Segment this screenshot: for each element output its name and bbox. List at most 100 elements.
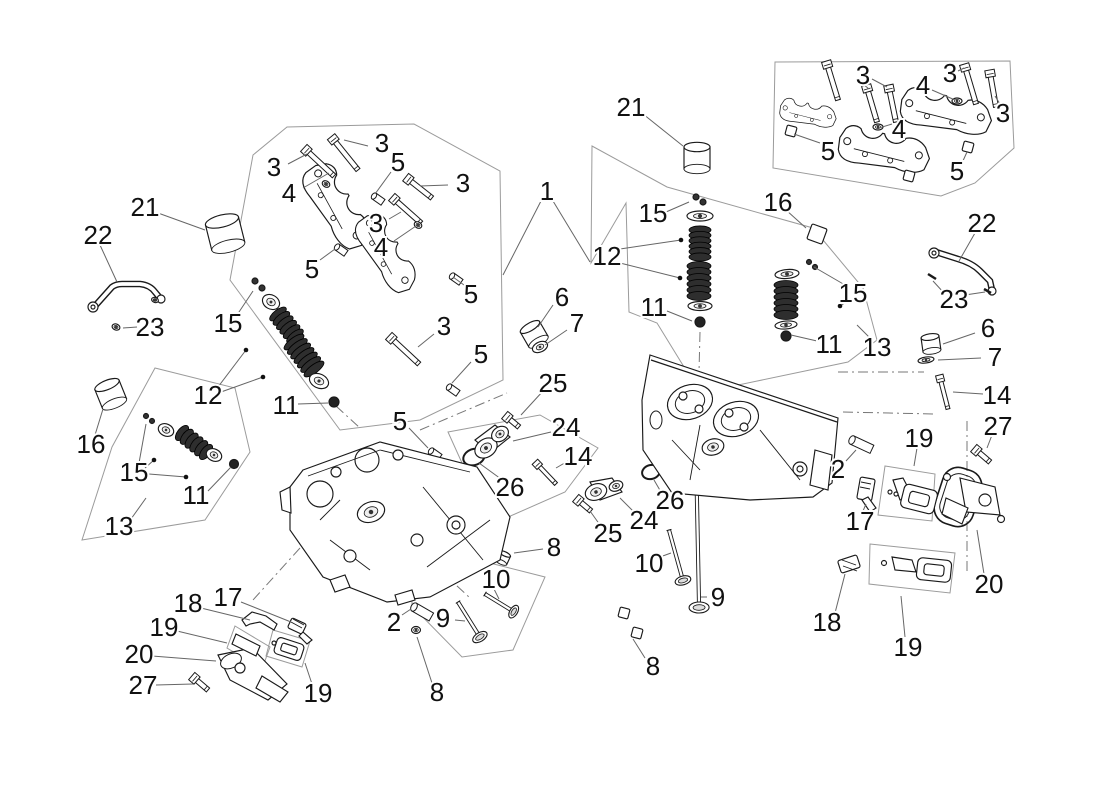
connector-ribs xyxy=(290,621,303,629)
leader-line xyxy=(544,329,568,346)
sensor-bolt xyxy=(576,497,582,504)
cap-bolt xyxy=(389,335,395,342)
panel-springs-left xyxy=(81,367,251,541)
callout-label-11-36: 11 xyxy=(816,329,843,359)
leader-line xyxy=(653,479,662,493)
connector xyxy=(298,631,313,645)
head-boss xyxy=(796,465,804,473)
cap-bolt xyxy=(401,172,415,186)
leader-line xyxy=(845,449,857,462)
leader-dot xyxy=(837,303,843,309)
connector-ribs xyxy=(860,481,872,485)
leader-line xyxy=(502,200,542,276)
callout-label-11-30: 11 xyxy=(183,480,210,510)
callout-label-8-63: 8 xyxy=(430,677,444,707)
leader-line xyxy=(512,431,552,442)
cap-bolt xyxy=(353,165,359,170)
leader-line xyxy=(871,78,888,88)
screw xyxy=(969,443,993,465)
valve-cotter xyxy=(805,258,813,266)
leader-line xyxy=(942,332,976,345)
valve-keeper xyxy=(694,316,706,328)
dowel-bush xyxy=(427,447,435,455)
cable-guide xyxy=(241,611,278,631)
leader-line xyxy=(961,151,968,164)
head-boss xyxy=(410,533,424,547)
screw xyxy=(985,457,990,463)
cap-bolt-hole xyxy=(976,113,985,122)
leader-line xyxy=(589,510,601,526)
leader-line xyxy=(552,200,591,263)
rubber-pad xyxy=(902,169,916,183)
cap-bolt xyxy=(863,87,871,91)
dowel-pin xyxy=(848,435,875,455)
head-boss xyxy=(330,466,342,478)
tappet-bucket xyxy=(211,238,246,254)
valve-shim xyxy=(538,345,542,349)
callout-label-7-41: 7 xyxy=(988,342,1002,372)
cap-bolt xyxy=(883,83,896,94)
cylinder-head xyxy=(289,441,511,603)
tappet-bucket xyxy=(204,213,246,254)
head-lug xyxy=(809,449,833,491)
cap-bolt xyxy=(885,87,893,91)
cam-cap-body xyxy=(837,125,931,173)
rubber-pad xyxy=(806,223,828,245)
callout-label-13-31: 13 xyxy=(105,511,134,541)
leader-line xyxy=(130,497,147,520)
callout-label-17-68: 17 xyxy=(214,582,243,612)
cap-bolt xyxy=(972,100,978,103)
panel-coil-plate-right-b xyxy=(868,543,956,594)
tappet-bucket xyxy=(94,377,120,393)
coil-module-window xyxy=(923,563,945,577)
spring-retainer xyxy=(261,293,281,311)
cap-bolt xyxy=(384,331,398,345)
cap-bolt xyxy=(873,118,879,121)
cam-cap-body xyxy=(899,87,993,135)
cap-bolt xyxy=(387,192,401,206)
centerline xyxy=(335,405,361,429)
union-elbow xyxy=(584,483,608,501)
sensor-bolt xyxy=(586,506,591,512)
cap-bolt xyxy=(414,359,419,365)
spring-seat xyxy=(317,379,321,383)
pipe-clip xyxy=(151,296,159,304)
leader-line xyxy=(302,172,330,189)
leader-line xyxy=(659,552,672,558)
head-lug xyxy=(394,589,416,606)
coil-boot xyxy=(941,497,969,525)
spring-retainer xyxy=(157,423,175,437)
callout-label-15-25: 15 xyxy=(214,308,243,338)
coil-ear xyxy=(996,514,1006,524)
leader-line xyxy=(155,683,194,686)
stud xyxy=(531,458,544,471)
leader-line xyxy=(632,638,646,659)
sensor-bolt xyxy=(571,493,594,514)
dowel-pin xyxy=(410,602,418,612)
cap-bolt xyxy=(384,331,422,367)
connector xyxy=(861,496,877,513)
panel-coil-plate-left-b xyxy=(265,629,311,668)
tappet-bucket xyxy=(204,213,240,229)
module-screw xyxy=(887,489,893,495)
washer xyxy=(324,182,328,186)
washer xyxy=(955,99,959,103)
valve-keeper xyxy=(228,458,240,470)
banjo-fitting xyxy=(90,304,96,310)
cap-bolt xyxy=(834,96,840,99)
callout-label-18-48: 18 xyxy=(813,607,842,637)
spring-retainer xyxy=(269,300,273,304)
stud xyxy=(535,462,540,467)
leader-line xyxy=(666,310,693,322)
head-deck-edge xyxy=(650,359,838,423)
head-ribs xyxy=(671,439,701,471)
leader-line xyxy=(493,588,500,600)
cap-detail xyxy=(316,183,343,230)
callout-label-25-52: 25 xyxy=(539,368,568,398)
stud xyxy=(934,373,951,411)
cam-cap-body xyxy=(779,97,837,128)
cap-bolt xyxy=(986,72,994,75)
cap-bolt-hole xyxy=(365,219,374,227)
callout-label-21-22: 21 xyxy=(131,192,160,222)
centerline xyxy=(252,547,301,601)
